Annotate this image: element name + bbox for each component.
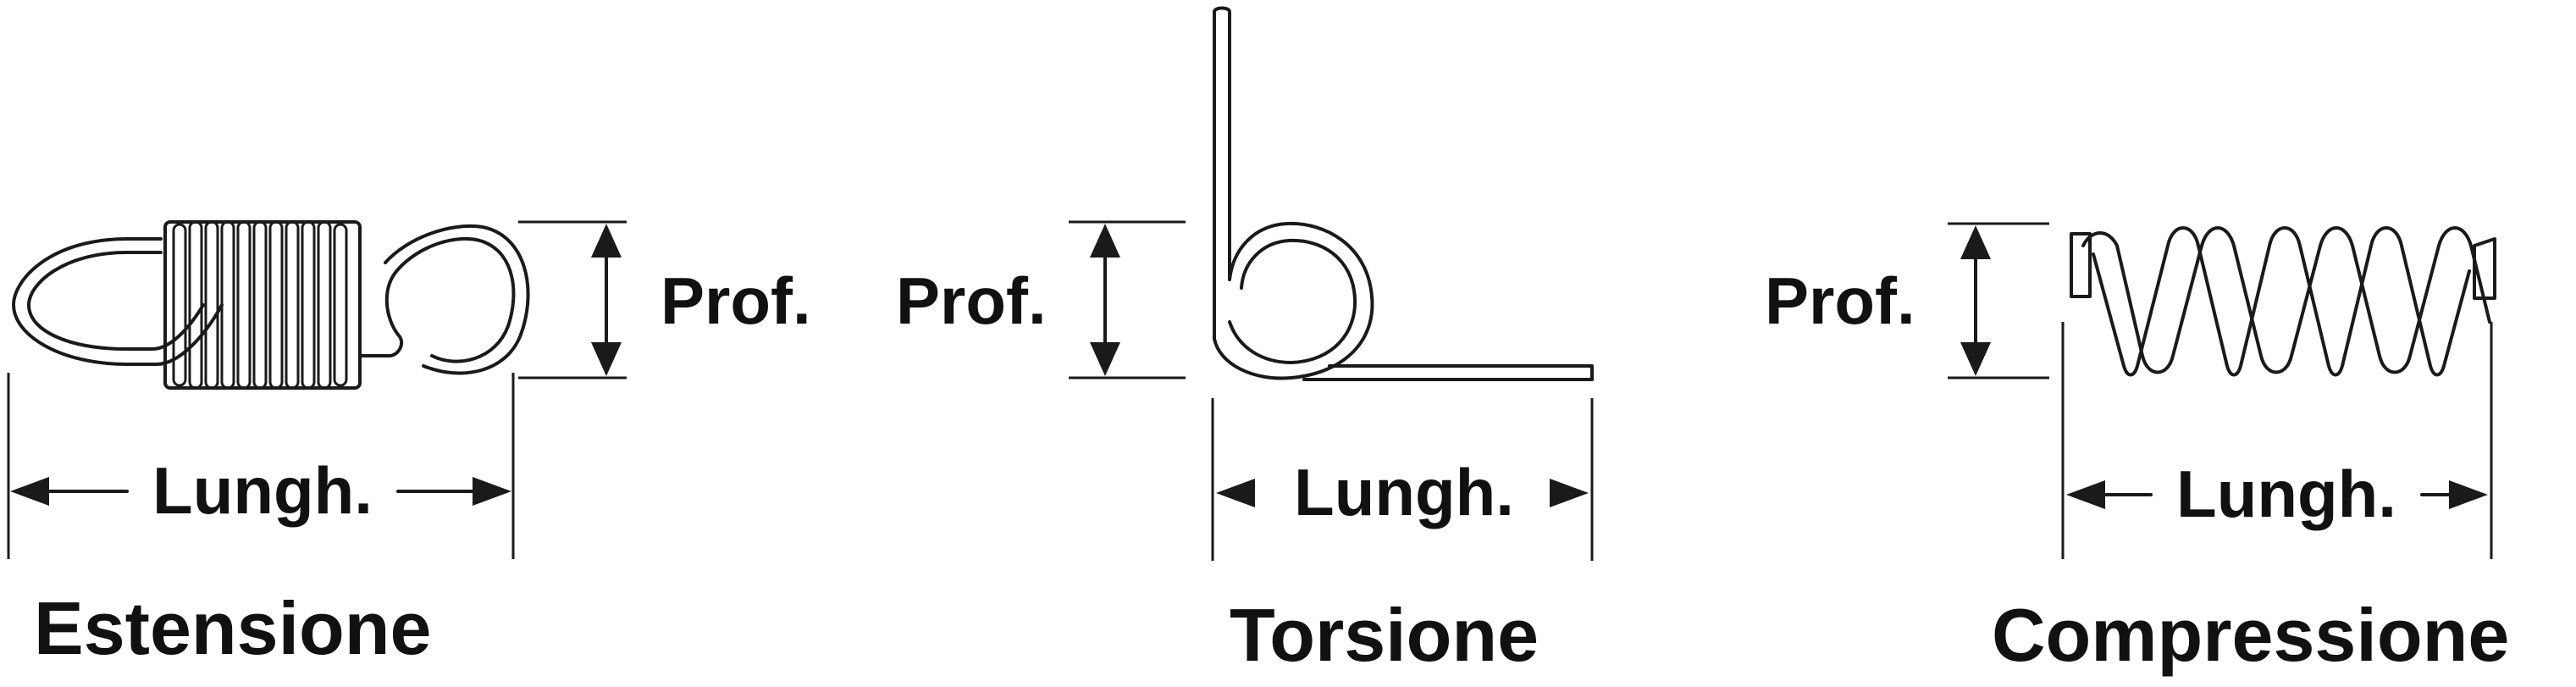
compression-length-label: Lungh. — [2176, 457, 2396, 531]
torsion-length-label: Lungh. — [1294, 455, 1514, 529]
extension-coil-body — [163, 220, 362, 390]
torsion-vertical-leg — [1213, 6, 1231, 341]
extension-length-label: Lungh. — [152, 453, 373, 528]
compression-right-end — [2473, 237, 2496, 300]
compression-coils — [2081, 226, 2491, 377]
torsion-spring-group: Prof. Lungh. Torsione — [896, 6, 1594, 677]
torsion-coil-outer — [1213, 221, 1374, 380]
torsion-length-dimension — [1211, 398, 1594, 561]
compression-left-end — [2070, 232, 2092, 298]
compression-title: Compressione — [1992, 593, 2509, 677]
extension-right-hook-inner — [384, 224, 530, 375]
compression-spring-group: Prof. Lungh. Compress — [1765, 222, 2509, 677]
extension-depth-dimension — [518, 220, 627, 380]
torsion-coil-inner — [1228, 238, 1357, 364]
extension-left-hook-inner — [27, 251, 205, 351]
extension-left-hook — [12, 237, 224, 366]
extension-length-dimension — [7, 373, 515, 559]
compression-depth-label: Prof. — [1765, 263, 1915, 338]
compression-depth-dimension — [1948, 222, 2049, 380]
extension-right-hook — [358, 236, 516, 363]
extension-spring-group: Prof. Lungh. Estensione — [7, 220, 811, 670]
torsion-horizontal-leg — [1302, 364, 1594, 381]
torsion-depth-dimension — [1069, 220, 1186, 380]
extension-title: Estensione — [34, 586, 431, 670]
compression-spring-drawing — [2070, 226, 2496, 377]
torsion-spring-drawing — [1213, 6, 1594, 381]
compression-length-dimension — [2061, 322, 2493, 559]
extension-spring-drawing — [12, 220, 530, 390]
torsion-title: Torsione — [1230, 593, 1539, 677]
extension-depth-label: Prof. — [661, 263, 811, 338]
torsion-depth-label: Prof. — [896, 263, 1047, 338]
